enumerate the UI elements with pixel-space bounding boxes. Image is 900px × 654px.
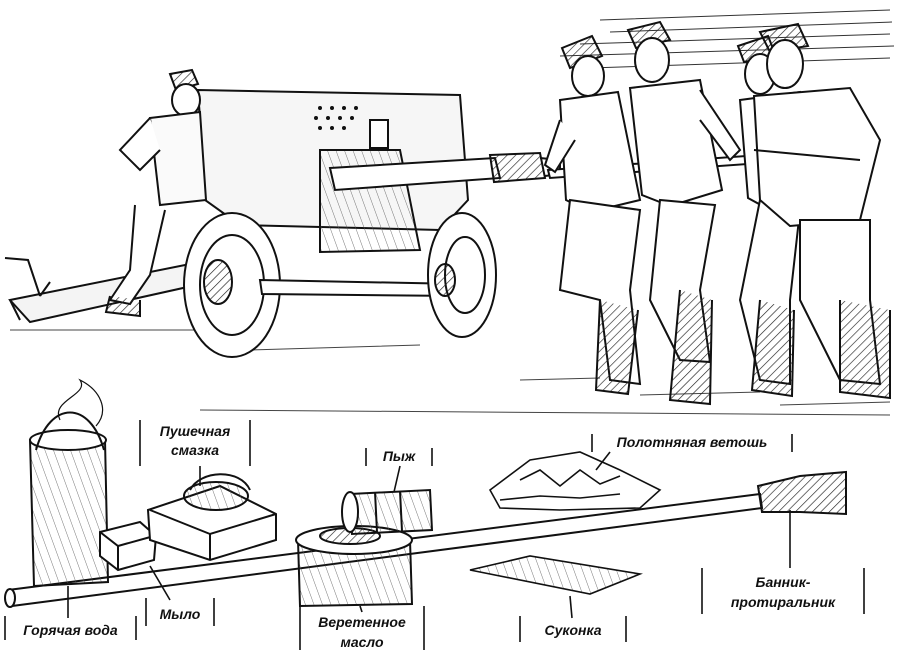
label-veretennoe-maslo-line1: Веретенное [318,614,406,630]
soldier-left [104,68,208,318]
grease-box [146,473,277,562]
sukonka-cloth [469,555,643,595]
label-brackets [4,420,865,650]
soldier-1 [543,34,642,396]
soldiers-right [543,20,891,406]
label-pushechnaya-smazka-line1: Пушечная [159,423,231,439]
soldier-2 [626,20,742,406]
linen-rags [488,451,662,511]
background-shading [559,9,895,69]
shield-rivets [314,106,358,130]
cleaning-items [4,378,847,608]
label-bannik-line1: Банник- [755,574,811,590]
label-veretennoe-maslo-line2: масло [340,634,384,650]
hot-water-pot [28,378,110,588]
label-bannik-line2: протиральник [730,594,836,610]
soap-bar [99,520,158,572]
label-polotnyanaya-vetosh: Полотняная ветошь [616,434,768,450]
oil-can [295,525,414,608]
label-pyzh: Пыж [382,448,416,464]
anti-tank-gun [4,88,561,358]
label-mylo: Мыло [159,606,201,622]
label-goryachaya-voda: Горячая вода [23,622,118,638]
label-sukonka: Суконка [544,622,602,638]
wad-roll [341,488,434,536]
soldier-4 [752,22,891,400]
ground-lines [10,329,891,416]
label-pushechnaya-smazka-line2: смазка [170,442,220,458]
